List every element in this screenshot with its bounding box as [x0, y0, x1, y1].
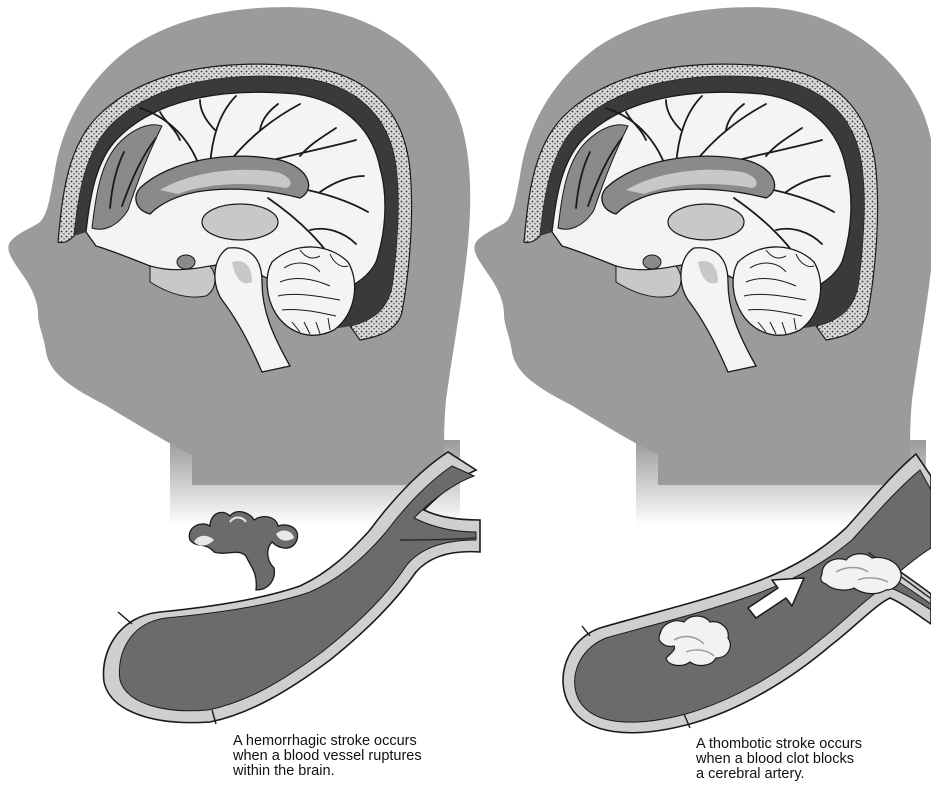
caption-line: A thombotic stroke occurs	[696, 737, 862, 752]
caption-line: when a blood vessel ruptures	[233, 749, 422, 764]
head-left	[8, 7, 470, 525]
panel-thrombotic	[474, 7, 931, 733]
caption-hemorrhagic: A hemorrhagic stroke occurs when a blood…	[233, 734, 422, 779]
floating-clot	[659, 616, 730, 665]
caption-line: A hemorrhagic stroke occurs	[233, 734, 422, 749]
caption-line: within the brain.	[233, 764, 422, 779]
panel-hemorrhagic	[8, 7, 480, 724]
caption-thrombotic: A thombotic stroke occurs when a blood c…	[696, 737, 862, 782]
head-right	[474, 7, 931, 525]
lodged-clot	[821, 554, 901, 594]
caption-line: a cerebral artery.	[696, 767, 862, 782]
caption-line: when a blood clot blocks	[696, 752, 862, 767]
